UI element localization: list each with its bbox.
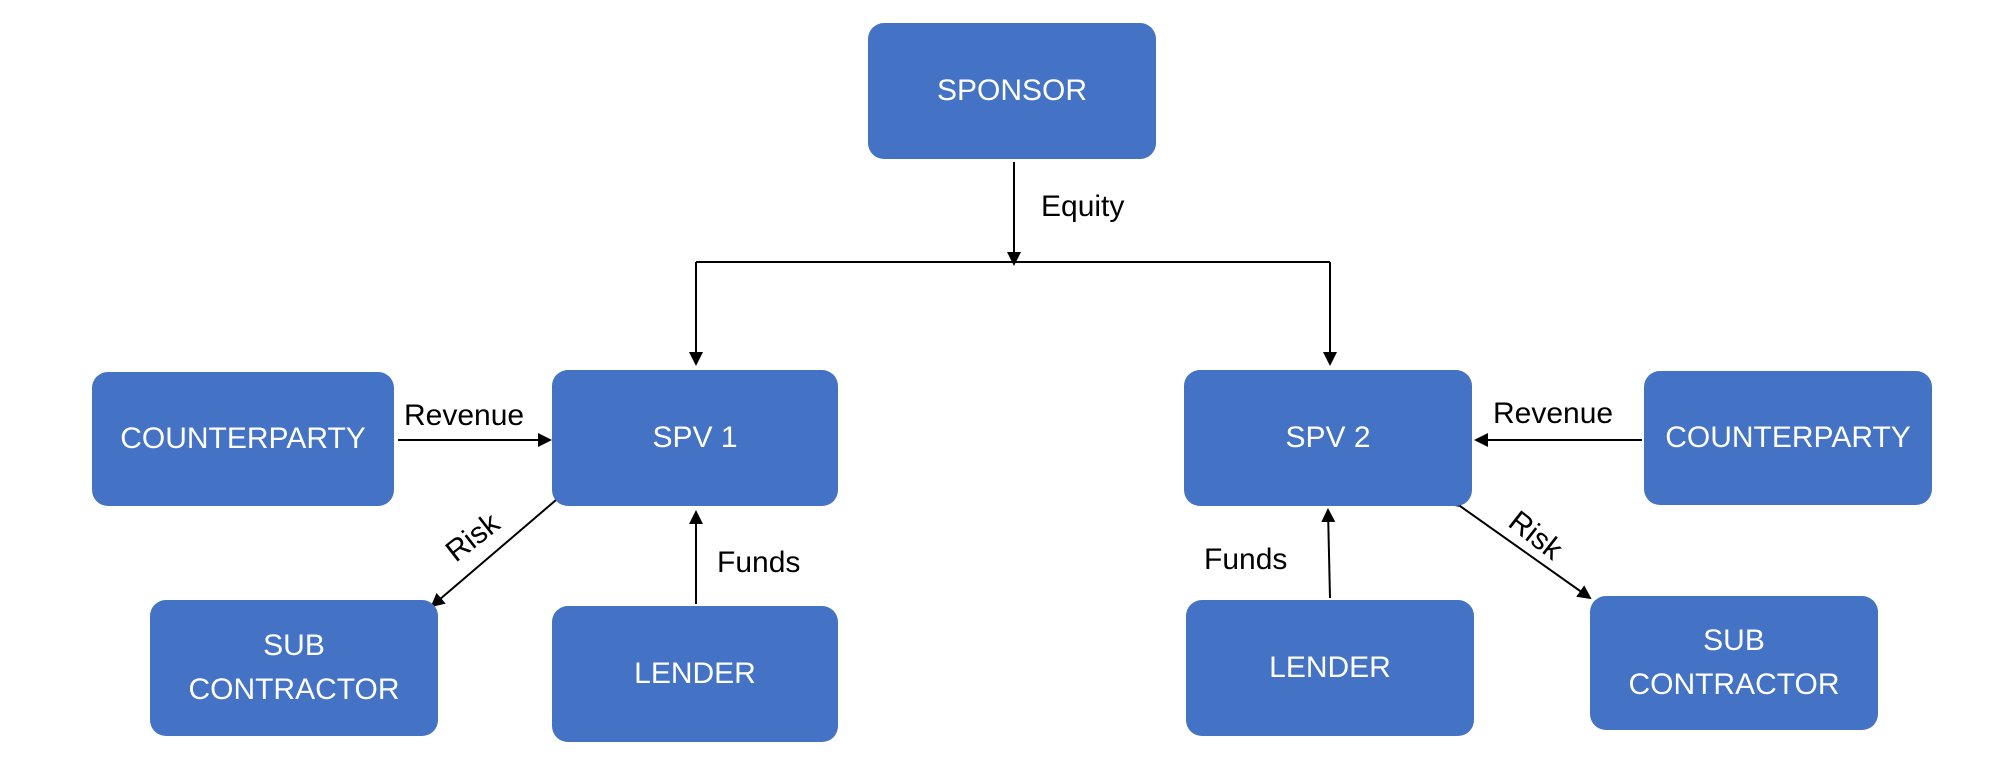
spv2-label: SPV 2	[1285, 421, 1371, 454]
lender-right-label: LENDER	[1269, 651, 1391, 684]
sponsor-node: SPONSOR	[868, 23, 1156, 159]
lender-left-label: LENDER	[634, 657, 756, 690]
sponsor-label: SPONSOR	[936, 74, 1088, 107]
subcontractor-left-node: SUB CONTRACTOR	[150, 600, 438, 736]
revenue-right-label: Revenue	[1493, 397, 1614, 430]
revenue-left-label: Revenue	[404, 399, 525, 432]
risk-right-arrow	[1446, 493, 1592, 600]
funds-left-label: Funds	[717, 546, 801, 579]
subcontractor-left-label-line2: CONTRACTOR	[188, 673, 400, 706]
subcontractor-left-label-line1: SUB	[263, 629, 325, 662]
subcontractor-right-node: SUB CONTRACTOR	[1590, 596, 1878, 730]
counterparty-right-label: COUNTERPARTY	[1665, 421, 1911, 454]
counterparty-right-node: COUNTERPARTY	[1644, 371, 1932, 505]
spv2-node: SPV 2	[1184, 370, 1472, 506]
subcontractor-right-label-line1: SUB	[1703, 624, 1765, 657]
subcontractor-right-label-line2: CONTRACTOR	[1628, 668, 1840, 701]
spv1-node: SPV 1	[552, 370, 838, 506]
lender-right-node: LENDER	[1186, 600, 1474, 736]
spv1-label: SPV 1	[652, 421, 738, 454]
funds-right-arrow	[1321, 508, 1336, 599]
risk-left-arrow	[430, 486, 570, 608]
counterparty-left-label: COUNTERPARTY	[120, 422, 366, 455]
counterparty-left-node: COUNTERPARTY	[92, 372, 394, 506]
funds-right-label: Funds	[1204, 543, 1288, 576]
lender-left-node: LENDER	[552, 606, 838, 742]
equity-label: Equity	[1041, 190, 1125, 223]
